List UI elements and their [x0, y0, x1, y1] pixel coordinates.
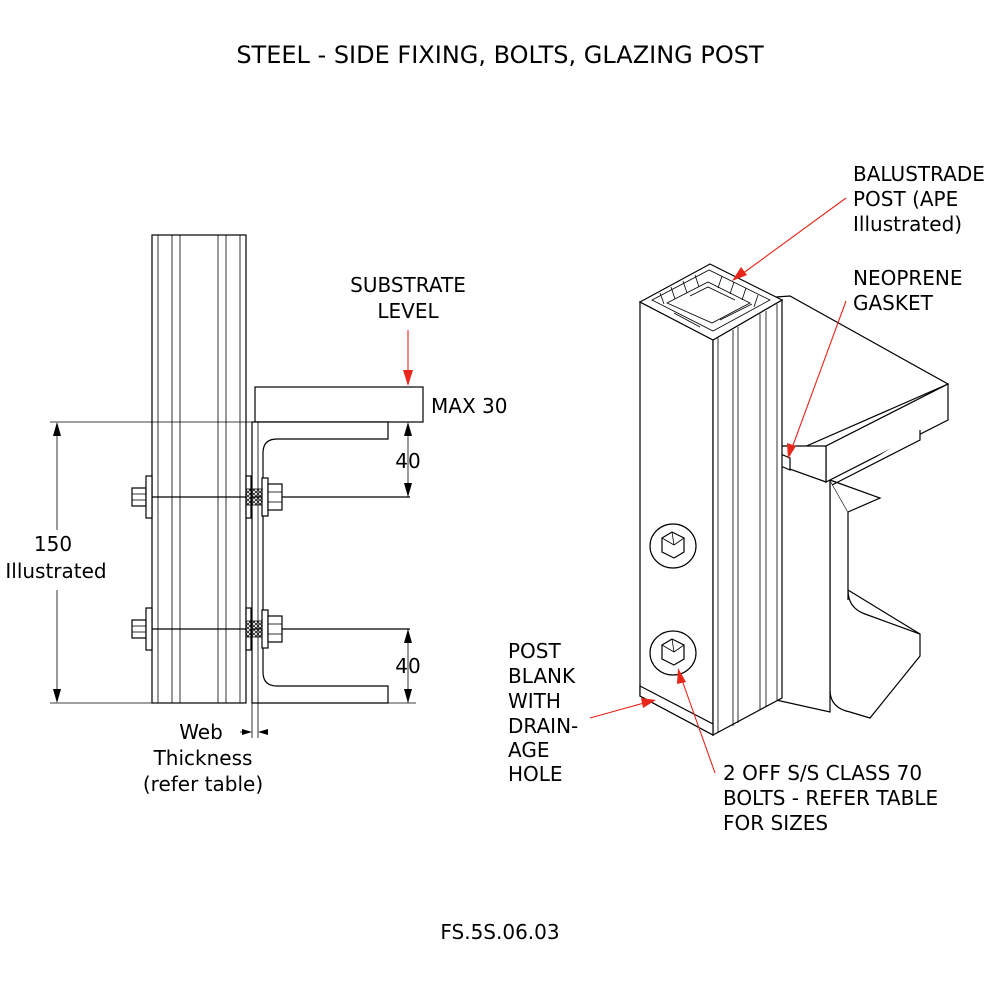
substrate-slab	[254, 386, 424, 423]
overall-height-value: 150	[34, 532, 72, 556]
bolts-label-line3: FOR SIZES	[723, 811, 828, 835]
post-label-line1: BALUSTRADE	[853, 162, 985, 186]
bolts-label-line1: 2 OFF S/S CLASS 70	[723, 761, 922, 785]
blank-label-line1: POST	[508, 639, 561, 663]
lower-bolt	[131, 607, 410, 651]
blank-leader	[589, 698, 656, 719]
bolts-label-line2: BOLTS - REFER TABLE	[723, 786, 938, 810]
gasket-label-line1: NEOPRENE	[853, 266, 963, 290]
section-view: 150 Illustrated 40 40 SUBSTRATE LEVEL MA…	[5, 234, 507, 796]
bolts-leader	[677, 668, 716, 774]
post-section	[151, 234, 247, 704]
overall-height-note: Illustrated	[5, 559, 106, 583]
blank-label-line2: BLANK	[508, 664, 576, 688]
blank-label-line4: DRAIN-	[508, 714, 578, 738]
dim-web-thickness	[240, 703, 268, 738]
drawing-title: STEEL - SIDE FIXING, BOLTS, GLAZING POST	[236, 41, 764, 69]
dim-overall-height	[50, 421, 252, 704]
dim-bottom-edge	[388, 629, 416, 704]
substrate-level-line1: SUBSTRATE	[350, 273, 466, 297]
iso-substrate-slab	[769, 295, 950, 486]
iso-steel-channel	[775, 459, 921, 719]
iso-lower-bolt	[649, 630, 697, 676]
drawing-code: FS.5S.06.03	[440, 920, 559, 944]
web-thickness-line3: (refer table)	[143, 772, 263, 796]
dim-top-edge	[404, 422, 412, 497]
isometric-view: BALUSTRADE POST (APE Illustrated) NEOPRE…	[508, 162, 985, 835]
max-thickness-label: MAX 30	[431, 394, 507, 418]
substrate-level-arrow	[403, 330, 413, 386]
web-thickness-line1: Web	[179, 720, 223, 744]
post-leader	[732, 197, 847, 281]
top-edge-value: 40	[395, 449, 420, 473]
gasket-leader	[787, 300, 847, 459]
gasket-label-line2: GASKET	[853, 291, 934, 315]
steel-channel	[251, 421, 389, 704]
post-label-line3: Illustrated)	[853, 212, 962, 236]
blank-label-line3: WITH	[508, 689, 561, 713]
blank-label-line5: AGE	[508, 738, 549, 762]
iso-upper-bolt	[649, 523, 697, 569]
bottom-edge-value: 40	[395, 654, 420, 678]
blank-label-line6: HOLE	[508, 762, 563, 786]
substrate-level-line2: LEVEL	[377, 299, 439, 323]
web-thickness-line2: Thickness	[153, 746, 253, 770]
post-label-line2: POST (APE	[853, 187, 958, 211]
iso-post	[638, 263, 784, 737]
upper-bolt	[131, 475, 410, 519]
